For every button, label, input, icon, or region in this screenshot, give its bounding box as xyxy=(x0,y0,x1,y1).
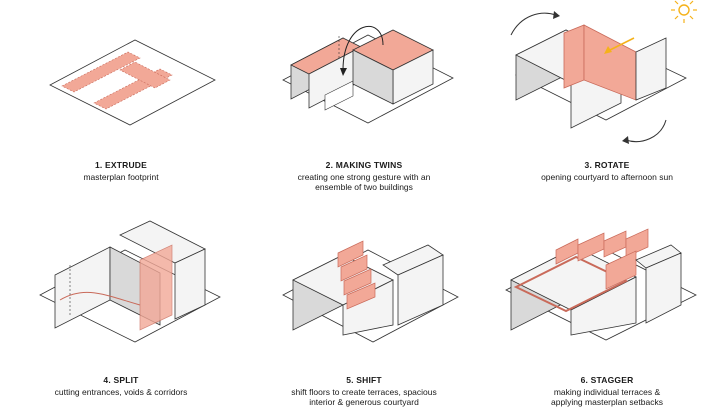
curved-arrow-icon xyxy=(342,26,384,71)
step-rotate-panel: 3. ROTATE opening courtyard to afternoon… xyxy=(486,0,728,204)
step-subtitle: creating one strong gesture with an ense… xyxy=(297,172,431,192)
footprint-connector xyxy=(119,61,171,89)
step-subtitle: cutting entrances, voids & corridors xyxy=(54,387,188,397)
terrace-steps xyxy=(337,240,376,310)
block-left-wing xyxy=(324,80,354,111)
step-subtitle: making individual terraces & applying ma… xyxy=(551,387,663,407)
block-right-front xyxy=(174,248,206,320)
sun-ray-arrowhead xyxy=(604,46,612,54)
step-split-panel: 4. SPLIT cutting entrances, voids & corr… xyxy=(0,205,242,409)
block-left-front xyxy=(342,279,394,336)
split-line xyxy=(59,291,141,306)
rotate-arrow-head xyxy=(553,11,560,19)
step-extrude-caption: 1. EXTRUDE masterplan footprint xyxy=(0,160,242,182)
step-title: 2. MAKING TWINS xyxy=(325,160,403,170)
block-left-front xyxy=(570,276,637,336)
step-subtitle: masterplan footprint xyxy=(83,172,159,182)
step-stagger-caption: 6. STAGGER making individual terraces & … xyxy=(486,375,728,407)
rotate-arrow-head xyxy=(622,136,629,144)
step-shift-panel: 5. SHIFT shift floors to create terraces… xyxy=(243,205,485,409)
staggered-terraces xyxy=(555,228,649,290)
block-right-front xyxy=(645,252,682,324)
setback-terraces xyxy=(513,255,629,313)
rotate-arrow-icon xyxy=(625,119,667,143)
twins-illustration xyxy=(282,26,454,124)
step-extrude-panel: 1. EXTRUDE masterplan footprint xyxy=(0,0,242,204)
step-title: 3. ROTATE xyxy=(584,160,630,170)
site-plot xyxy=(49,39,216,126)
step-subtitle: shift floors to create terraces, spaciou… xyxy=(291,387,437,407)
block-right-front xyxy=(397,254,444,326)
extrude-illustration xyxy=(49,39,216,126)
stagger-illustration xyxy=(505,228,697,341)
step-twins-panel: 2. MAKING TWINS creating one strong gest… xyxy=(243,0,485,204)
step-stagger-panel: 6. STAGGER making individual terraces & … xyxy=(486,205,728,409)
step-shift-caption: 5. SHIFT shift floors to create terraces… xyxy=(243,375,485,407)
step-title: 1. EXTRUDE xyxy=(94,160,148,170)
step-split-caption: 4. SPLIT cutting entrances, voids & corr… xyxy=(0,375,242,397)
rotate-arrow-icon xyxy=(510,12,557,36)
split-corridor xyxy=(139,244,173,331)
step-twins-caption: 2. MAKING TWINS creating one strong gest… xyxy=(243,160,485,192)
sun-icon xyxy=(671,0,697,23)
footprint-bar-left xyxy=(61,51,141,93)
shift-illustration xyxy=(282,240,459,343)
step-title: 5. SHIFT xyxy=(346,375,382,385)
split-illustration xyxy=(39,220,221,343)
step-title: 6. STAGGER xyxy=(580,375,634,385)
sun-ray-arrow xyxy=(605,37,635,53)
rotate-illustration xyxy=(510,0,697,144)
block-right-front xyxy=(635,37,667,101)
block-right-side xyxy=(352,49,394,105)
step-subtitle: opening courtyard to afternoon sun xyxy=(541,172,673,182)
rotated-wall-1 xyxy=(563,24,585,89)
step-title: 4. SPLIT xyxy=(103,375,139,385)
step-rotate-caption: 3. ROTATE opening courtyard to afternoon… xyxy=(486,160,728,182)
curved-arrow-head xyxy=(340,68,347,76)
